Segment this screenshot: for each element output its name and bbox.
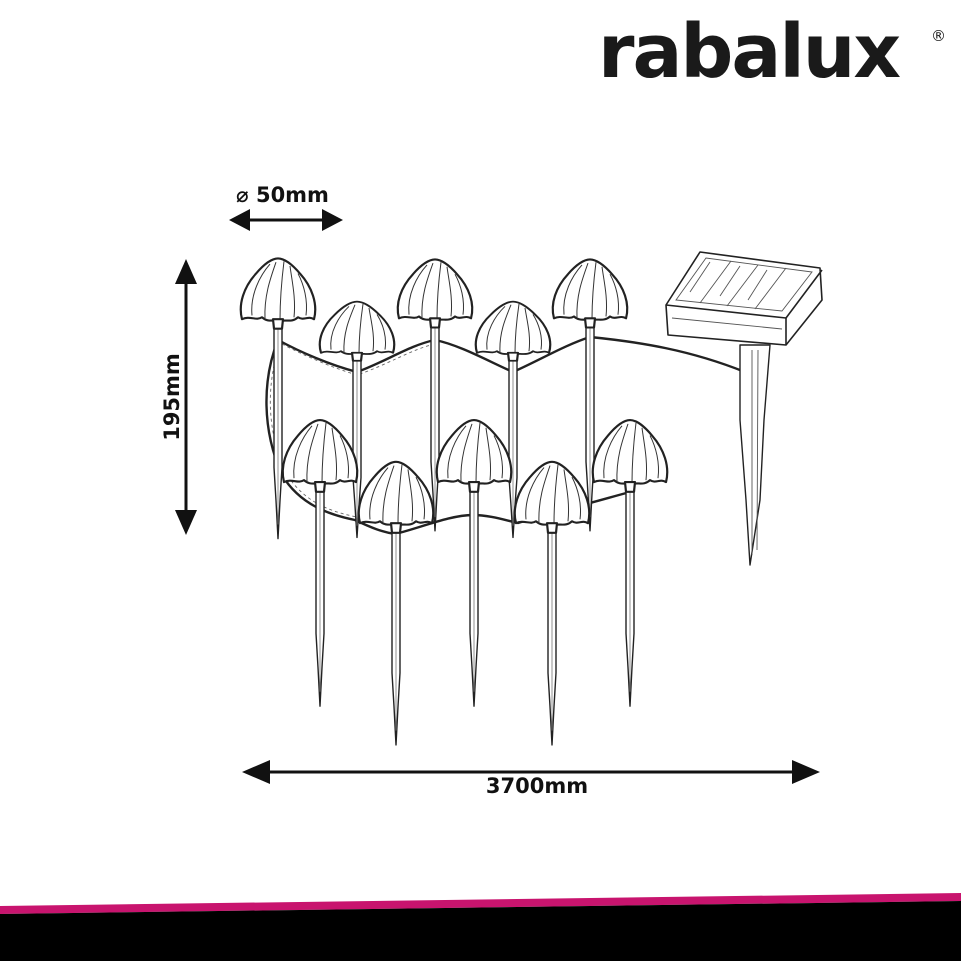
solar-panel — [665, 251, 823, 566]
height-dimension: 195mm — [160, 259, 197, 535]
height-arrow-up-icon — [175, 259, 197, 284]
length-arrow-left-icon — [242, 760, 270, 784]
lamp-1 — [239, 257, 317, 540]
lamp-10 — [591, 418, 669, 708]
lamp-8 — [435, 418, 513, 708]
diameter-label: ⌀ 50mm — [236, 183, 329, 207]
length-label: 3700mm — [486, 774, 588, 798]
height-arrow-down-icon — [175, 510, 197, 535]
diameter-arrow-left-icon — [229, 209, 250, 231]
diameter-dimension: ⌀ 50mm — [229, 183, 343, 231]
black-stripe — [0, 901, 961, 961]
length-dimension: 3700mm — [242, 760, 820, 798]
length-arrow-right-icon — [792, 760, 820, 784]
brand-logo: rabalux ® — [598, 9, 946, 95]
lamp-group — [239, 257, 669, 747]
footer-stripes — [0, 893, 961, 961]
accent-stripe — [0, 893, 961, 914]
lamp-6 — [281, 418, 359, 708]
diameter-arrow-right-icon — [322, 209, 343, 231]
lamp-9 — [513, 460, 591, 747]
height-label: 195mm — [160, 353, 184, 441]
lamp-7 — [357, 460, 435, 747]
brand-logo-text: rabalux — [598, 9, 900, 95]
registered-mark: ® — [931, 27, 946, 45]
